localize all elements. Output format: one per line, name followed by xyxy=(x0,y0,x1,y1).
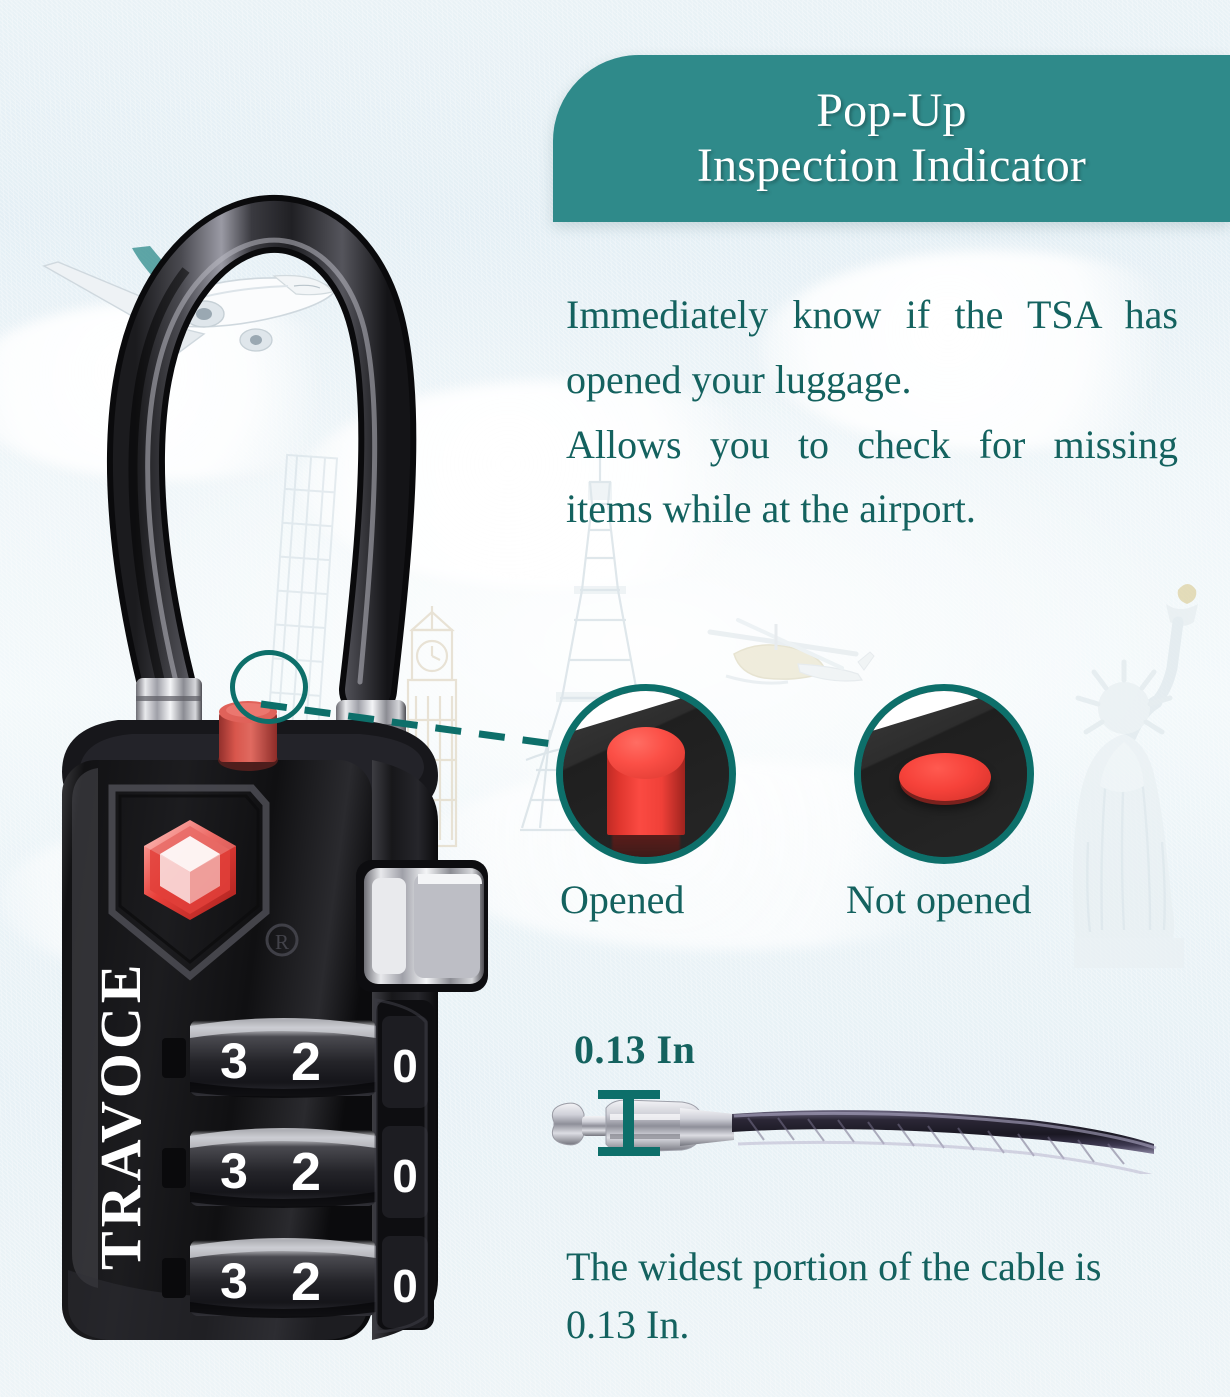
svg-text:0: 0 xyxy=(392,1040,418,1092)
body-paragraph-2: Allows you to check for missing items wh… xyxy=(566,421,1178,532)
indicator-highlight-ring xyxy=(230,650,308,724)
svg-text:0: 0 xyxy=(392,1150,418,1202)
svg-text:2: 2 xyxy=(291,1142,321,1202)
svg-text:3: 3 xyxy=(220,1033,248,1089)
body-copy: Immediately know if the TSA has opened y… xyxy=(566,283,1178,542)
banner-title-line-2: Inspection Indicator xyxy=(696,138,1087,192)
helicopter-watermark xyxy=(707,618,875,685)
combination-dials: 3 2 3 2 3 xyxy=(162,1018,376,1318)
flush-indicator-graphic xyxy=(899,753,991,801)
popped-indicator-graphic xyxy=(607,727,685,857)
svg-text:3: 3 xyxy=(220,1143,248,1199)
header-banner: Pop-Up Inspection Indicator xyxy=(553,55,1230,222)
svg-text:R: R xyxy=(275,930,289,954)
statue-of-liberty-watermark xyxy=(1072,584,1198,968)
cloud-decoration xyxy=(760,250,1230,450)
padlock-product-image: R TRAVOCE 3 2 xyxy=(62,194,488,1340)
dial-side-digits: 0 0 0 xyxy=(374,998,434,1334)
callout-opened-label: Opened xyxy=(560,877,685,922)
svg-text:2: 2 xyxy=(291,1252,321,1312)
dimension-ibeam-marker xyxy=(598,1090,660,1156)
dimension-value-label: 0.13 In xyxy=(574,1027,696,1072)
brand-label: TRAVOCE xyxy=(88,961,153,1270)
cable-caption: The widest portion of the cable is 0.13 … xyxy=(566,1244,1102,1347)
not-opened-indicator-circle xyxy=(854,684,1034,864)
opened-indicator-circle xyxy=(556,684,736,864)
callout-not-opened-label: Not opened xyxy=(846,877,1032,922)
release-button xyxy=(356,860,488,992)
banner-title-line-1: Pop-Up xyxy=(816,83,967,137)
svg-text:2: 2 xyxy=(291,1032,321,1092)
svg-text:3: 3 xyxy=(220,1253,248,1309)
svg-text:0: 0 xyxy=(392,1260,418,1312)
body-paragraph-1: Immediately know if the TSA has opened y… xyxy=(566,292,1178,402)
